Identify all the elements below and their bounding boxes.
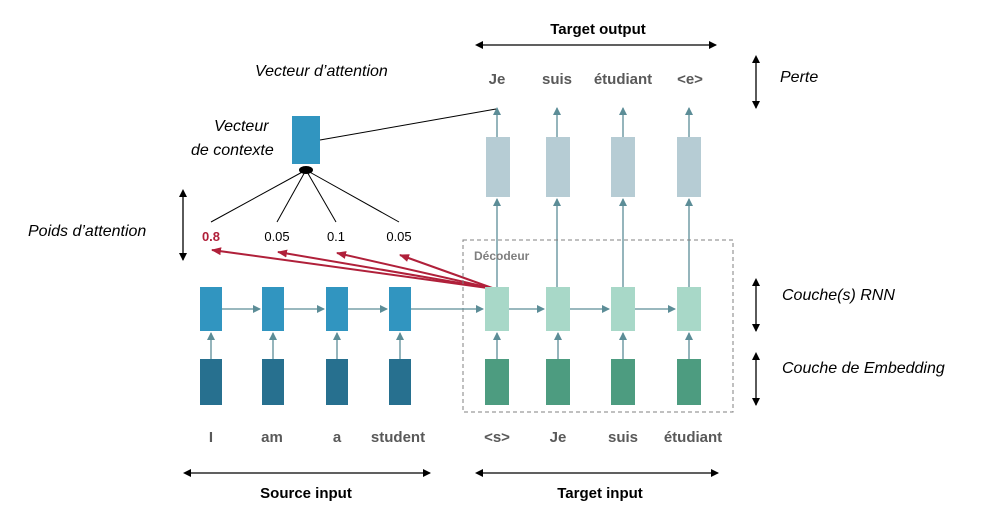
output-box [486, 137, 510, 197]
target-input-word: <s> [484, 429, 510, 446]
source-word: am [261, 429, 283, 446]
source-word: I [209, 429, 213, 446]
source-word: a [333, 429, 342, 446]
source-rnn-cell [200, 287, 222, 331]
weights-to-context-lines [210, 166, 400, 223]
source-input-words: I am a student [209, 429, 425, 446]
decoder-rnn-layer [485, 287, 701, 331]
context-vector-label-line1: Vecteur [214, 118, 269, 135]
target-input-words: <s> Je suis étudiant [484, 429, 722, 446]
embedding-layer-label: Couche de Embedding [782, 360, 945, 377]
target-input-word: Je [550, 429, 567, 446]
decoder-label: Décodeur [474, 249, 530, 263]
decoder-box [462, 239, 734, 413]
target-output-word: étudiant [594, 71, 652, 88]
context-to-output-line [319, 108, 497, 141]
decoder-rnn-cell [546, 287, 570, 331]
output-box [611, 137, 635, 197]
target-output-word: <e> [677, 71, 703, 88]
source-embedding-cell [262, 359, 284, 405]
source-rnn-cell [262, 287, 284, 331]
source-embedding-cell [389, 359, 411, 405]
attention-weight: 0.05 [386, 229, 411, 244]
target-output-word: suis [542, 71, 572, 88]
decoder-to-output-arrows [493, 198, 693, 287]
context-vector-box [292, 116, 320, 164]
output-box [546, 137, 570, 197]
attention-weight: 0.1 [327, 229, 345, 244]
source-embedding-cell [326, 359, 348, 405]
output-to-word-arrows [493, 107, 693, 137]
target-output-label: Target output [550, 21, 646, 38]
decoder-rnn-cell [611, 287, 635, 331]
output-layer [486, 137, 701, 197]
source-input-label: Source input [260, 485, 352, 502]
decoder-rnn-cell [677, 287, 701, 331]
target-input-label: Target input [557, 485, 643, 502]
rnn-layers-label: Couche(s) RNN [782, 287, 895, 304]
decoder-rnn-cell [485, 287, 509, 331]
embedding-to-rnn-arrows [207, 332, 693, 359]
context-vector-label-line2: de contexte [191, 142, 274, 159]
source-embedding-layer [200, 359, 411, 405]
attention-score-arrows [211, 247, 496, 290]
target-output-words: Je suis étudiant <e> [489, 71, 704, 88]
source-rnn-cell [389, 287, 411, 331]
attention-weight: 0.05 [264, 229, 289, 244]
attention-weights-label: Poids d’attention [28, 223, 146, 240]
target-input-word: étudiant [664, 429, 722, 446]
attention-weight: 0.8 [202, 229, 220, 244]
attention-vector-label: Vecteur d’attention [255, 63, 388, 80]
decoder-embedding-cell [611, 359, 635, 405]
source-rnn-layer [200, 287, 411, 331]
source-embedding-cell [200, 359, 222, 405]
loss-label: Perte [780, 69, 818, 86]
target-output-word: Je [489, 71, 506, 88]
decoder-embedding-layer [485, 359, 701, 405]
convergence-arrowhead [299, 166, 313, 174]
output-box [677, 137, 701, 197]
source-word: student [371, 429, 425, 446]
decoder-embedding-cell [485, 359, 509, 405]
decoder-embedding-cell [677, 359, 701, 405]
attention-weight-values: 0.8 0.05 0.1 0.05 [202, 229, 412, 244]
decoder-embedding-cell [546, 359, 570, 405]
target-input-word: suis [608, 429, 638, 446]
source-rnn-cell [326, 287, 348, 331]
